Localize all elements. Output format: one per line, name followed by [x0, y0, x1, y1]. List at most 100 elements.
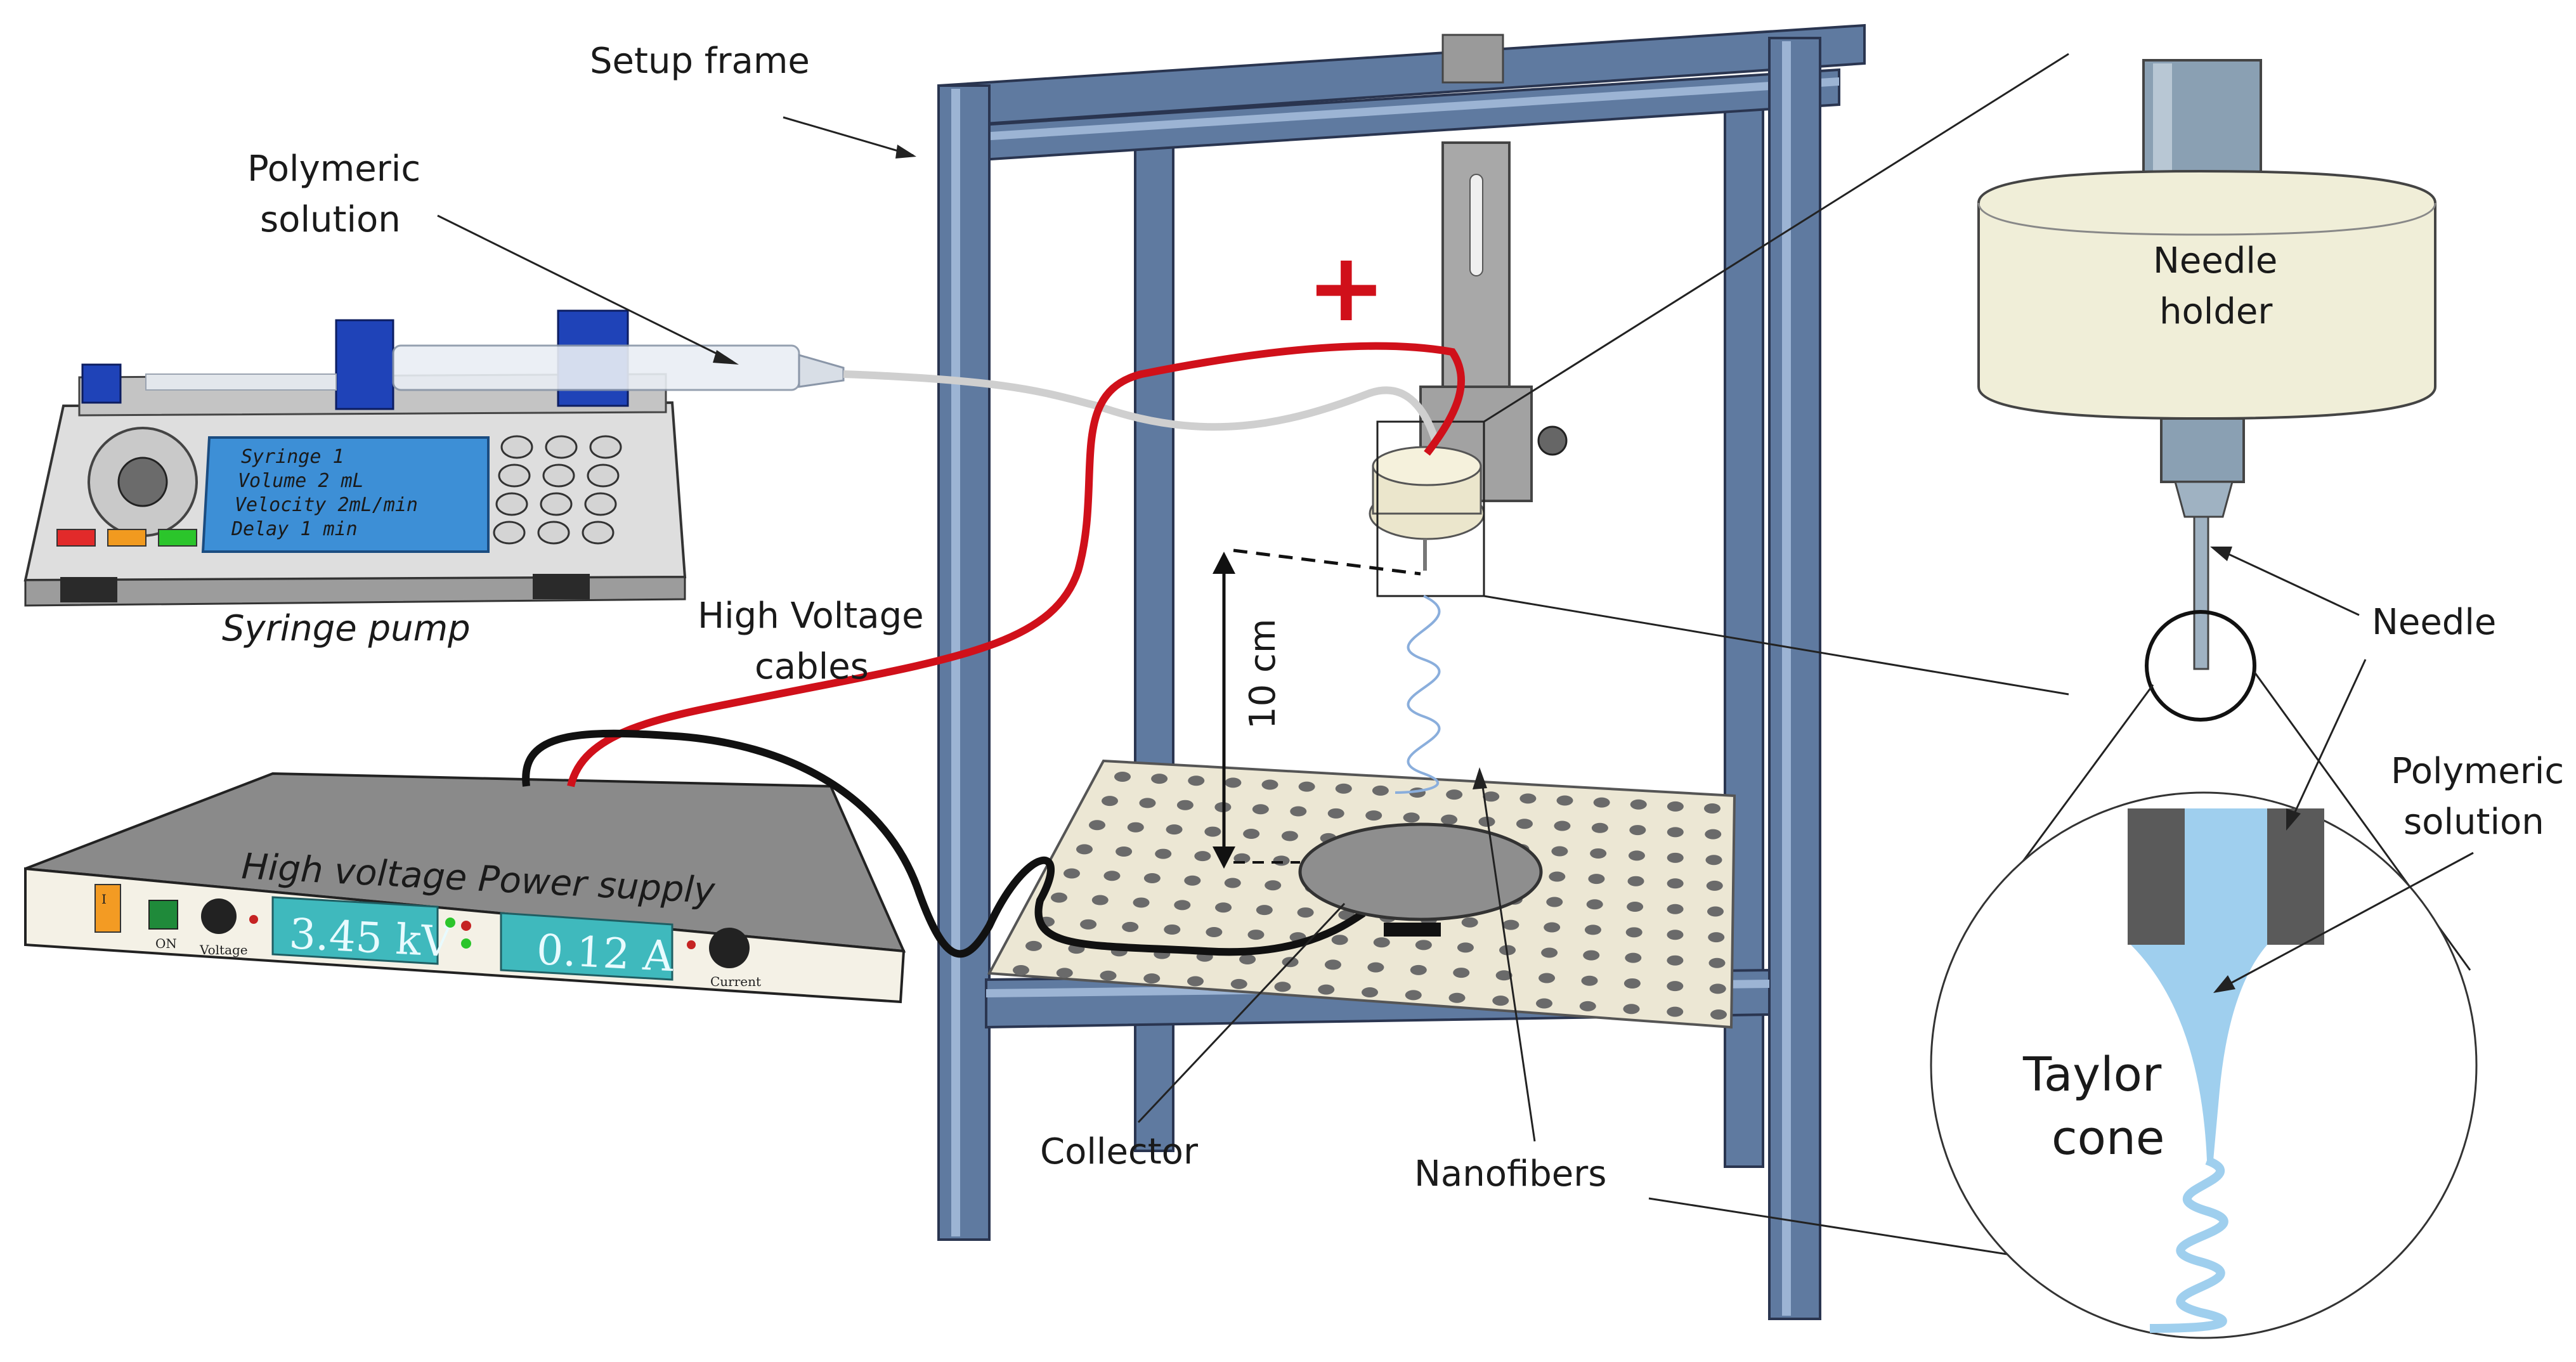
platform-hole	[1667, 827, 1684, 838]
platform-hole	[1461, 917, 1478, 928]
platform-hole	[1143, 873, 1161, 883]
pump-keypad-button	[587, 464, 620, 488]
syringe-plunger	[145, 373, 337, 391]
platform-hole	[1362, 987, 1378, 997]
platform-hole	[1551, 846, 1568, 857]
platform-hole	[1247, 930, 1265, 940]
platform-hole	[1076, 844, 1093, 855]
platform-hole	[1667, 930, 1684, 940]
platform-hole	[1151, 774, 1168, 784]
voltage-knob-label: Voltage	[199, 942, 248, 957]
platform-hole	[1549, 871, 1566, 882]
platform-hole	[1298, 781, 1315, 792]
pump-keypad-button	[493, 521, 526, 545]
platform-hole	[1667, 801, 1684, 812]
platform-hole	[1155, 848, 1172, 859]
platform-hole	[1627, 902, 1644, 912]
nanofiber-jet	[1395, 595, 1441, 794]
platform-hole	[1667, 852, 1684, 863]
platform-hole	[1706, 880, 1723, 891]
platform-hole	[1579, 1001, 1596, 1011]
platform-hole	[1143, 973, 1161, 984]
positive-cable	[567, 342, 1465, 788]
platform-hole	[1707, 906, 1724, 917]
polymeric-solution-left-line-1: Polymeric	[247, 148, 420, 190]
current-knob-label: Current	[710, 974, 761, 989]
voltage-readout-text: 3.45 kV	[288, 909, 453, 966]
platform-hole	[1188, 775, 1205, 786]
pump-keypad	[493, 435, 622, 545]
polymeric-solution-right-line-1: Polymeric	[2391, 751, 2564, 792]
platform-hole	[1122, 921, 1139, 932]
collector-label: Collector	[1040, 1131, 1199, 1172]
pump-keypad-button	[582, 521, 615, 545]
platform-hole	[1327, 808, 1344, 819]
pump-keypad-button	[537, 521, 570, 545]
platform-hole	[1089, 820, 1105, 831]
platform-hole	[1556, 795, 1573, 806]
current-readout-text: 0.12 A	[535, 925, 675, 981]
platform-hole	[1318, 984, 1335, 995]
platform-hole	[1297, 907, 1314, 918]
platform-hole	[1478, 816, 1495, 827]
platform-hole	[1554, 820, 1571, 831]
platform-hole	[1230, 978, 1247, 989]
detail-needle-holder-cylinder	[1977, 169, 2436, 420]
platform-hole	[1051, 892, 1067, 903]
platform-hole	[1667, 955, 1684, 966]
platform-hole	[1704, 803, 1721, 814]
platform-hole	[1593, 797, 1610, 808]
platform-hole	[1708, 957, 1726, 968]
platform-hole	[1174, 900, 1191, 911]
platform-hole	[1116, 846, 1133, 857]
platform-hole	[1239, 954, 1256, 964]
cables	[522, 342, 1465, 958]
platform-hole	[1233, 853, 1251, 864]
platform-hole	[1625, 927, 1643, 938]
power-switch-label: I	[101, 892, 107, 907]
platform-hole	[1630, 799, 1647, 810]
platform-hole	[1586, 899, 1603, 910]
platform-hole	[1405, 990, 1422, 1001]
pump-button-green	[158, 529, 197, 547]
platform-hole	[1448, 992, 1466, 1003]
minus-sign	[1384, 923, 1441, 937]
platform-hole	[1705, 829, 1722, 840]
platform-hole	[1623, 1004, 1640, 1015]
platform-hole	[1273, 855, 1290, 866]
platform-hole	[1184, 875, 1201, 886]
platform-hole	[1410, 964, 1427, 975]
pump-display	[201, 436, 490, 553]
platform-hole	[1139, 798, 1156, 808]
platform-hole	[1265, 880, 1282, 891]
setup-frame	[937, 23, 1866, 1320]
platform-hole	[1667, 904, 1684, 914]
high-voltage-cables-line-1: High Voltage	[698, 595, 924, 637]
pump-keypad-button	[542, 464, 575, 488]
platform-hole	[1403, 812, 1420, 823]
platform-hole	[1546, 897, 1563, 907]
platform-hole	[1583, 950, 1600, 961]
polymeric-solution-right-line-2: solution	[2404, 801, 2544, 843]
needle-label: Needle	[2372, 602, 2496, 643]
platform-hole	[1133, 897, 1150, 908]
voltage-readout	[271, 896, 439, 965]
pump-keypad-button	[495, 492, 528, 516]
platform-hole	[1324, 959, 1341, 970]
detail-fitting	[2160, 417, 2245, 483]
platform-hole	[1215, 902, 1232, 913]
distance-indicator: 10 cm	[1213, 548, 1421, 869]
detail-zoom-circle	[2145, 610, 2256, 722]
platform-hole	[1025, 940, 1042, 951]
frame-top-bracket	[1441, 34, 1504, 84]
needle-wall-left	[2128, 808, 2185, 945]
platform-hole	[1100, 970, 1117, 981]
pump-button-orange	[107, 529, 146, 547]
platform-hole	[1453, 968, 1470, 978]
platform-hole	[1629, 825, 1646, 836]
on-label: ON	[155, 936, 177, 951]
platform-hole	[1667, 1006, 1684, 1017]
platform-hole	[1667, 878, 1684, 889]
platform-hole	[1625, 952, 1642, 963]
platform-hole	[1584, 924, 1601, 935]
